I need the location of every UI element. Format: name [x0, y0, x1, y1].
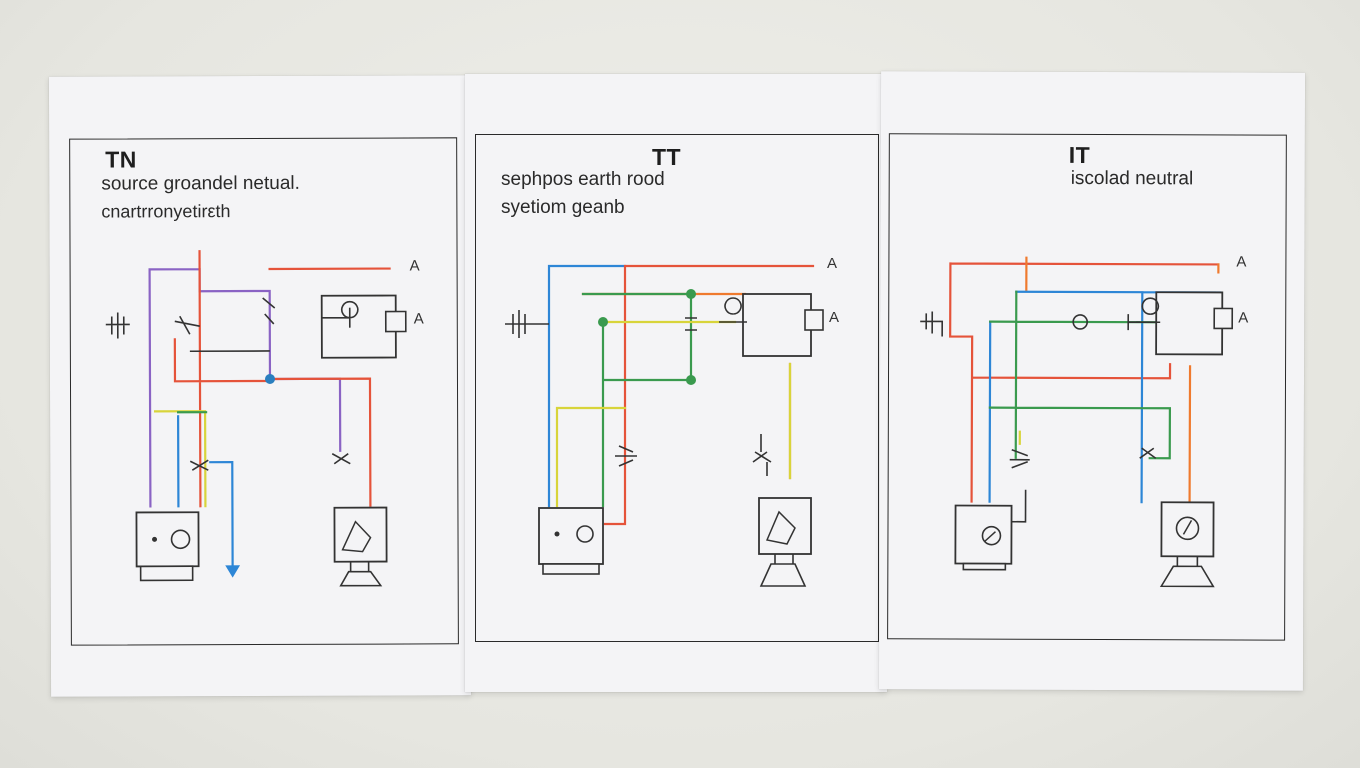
tt-title: TT: [652, 144, 682, 170]
tn-wire-blue: [177, 415, 234, 573]
tn-wire-yellow: [153, 410, 207, 508]
tn-sheet: TN source groandel netual. cnartrronyeti…: [48, 75, 472, 697]
tn-wiring-diagram: A A: [105, 250, 424, 587]
tn-device-right: [333, 506, 388, 563]
it-meter-box: [1213, 307, 1234, 330]
tt-label-a-1: A: [827, 255, 837, 272]
it-lead-wire: [1007, 489, 1027, 523]
tt-meter-box: [804, 309, 824, 331]
it-wire-red: [949, 262, 1220, 503]
tt-wire-green: [581, 292, 693, 508]
tt-wiring-diagram: A A: [505, 255, 839, 587]
tn-wire-red: [173, 250, 391, 508]
tt-junction-3: [686, 375, 696, 385]
it-ground-symbol: [920, 311, 944, 337]
tt-subtitle-line-1: sephpos earth rood: [501, 169, 665, 190]
tt-transformer-box: [742, 293, 812, 357]
tt-junction-2: [598, 317, 608, 327]
tt-ground-symbol: [505, 310, 549, 338]
tt-junction-1: [686, 289, 696, 299]
it-label-a-1: A: [1236, 254, 1246, 271]
tt-wire-yellow: [555, 320, 792, 508]
tt-resistor-symbol: [615, 445, 637, 467]
tn-label-a-2: A: [414, 310, 424, 327]
tn-junction-node: [264, 373, 275, 384]
tn-switch-symbol: [174, 297, 276, 335]
tt-coil-symbol: [752, 434, 772, 476]
it-wiring-diagram: A A: [920, 254, 1248, 588]
tt-label-a-2: A: [829, 309, 839, 326]
tn-label-a-1: A: [410, 257, 420, 274]
it-wire-orange: [1025, 256, 1220, 504]
tn-resistor-symbol: [189, 459, 209, 471]
it-sheet: IT iscolad neutral A A: [878, 71, 1306, 691]
tt-frame: [475, 134, 879, 642]
tn-transformer-box: [320, 294, 397, 359]
tt-subtitle-line-2: syetiom geanb: [501, 197, 625, 218]
it-label-a-2: A: [1238, 310, 1248, 327]
it-resistor-symbol: [1009, 448, 1030, 469]
tt-breaker-symbol: [685, 317, 697, 331]
tn-arrow-down: [225, 565, 241, 578]
it-transformer-box: [1155, 291, 1224, 356]
it-coil-symbol: [1139, 447, 1157, 459]
tt-sheet: TT sephpos earth rood syetiom geanb A A: [465, 74, 887, 692]
tt-wire-blue: [547, 264, 627, 508]
tn-coil-symbol: [331, 453, 351, 465]
tn-ground-symbol: [105, 312, 130, 339]
tt-device-right: [758, 497, 812, 555]
tn-meter-box: [384, 310, 407, 333]
it-device-right: [1160, 501, 1215, 558]
it-device-left: [954, 504, 1013, 565]
tt-wire-red: [603, 264, 815, 526]
